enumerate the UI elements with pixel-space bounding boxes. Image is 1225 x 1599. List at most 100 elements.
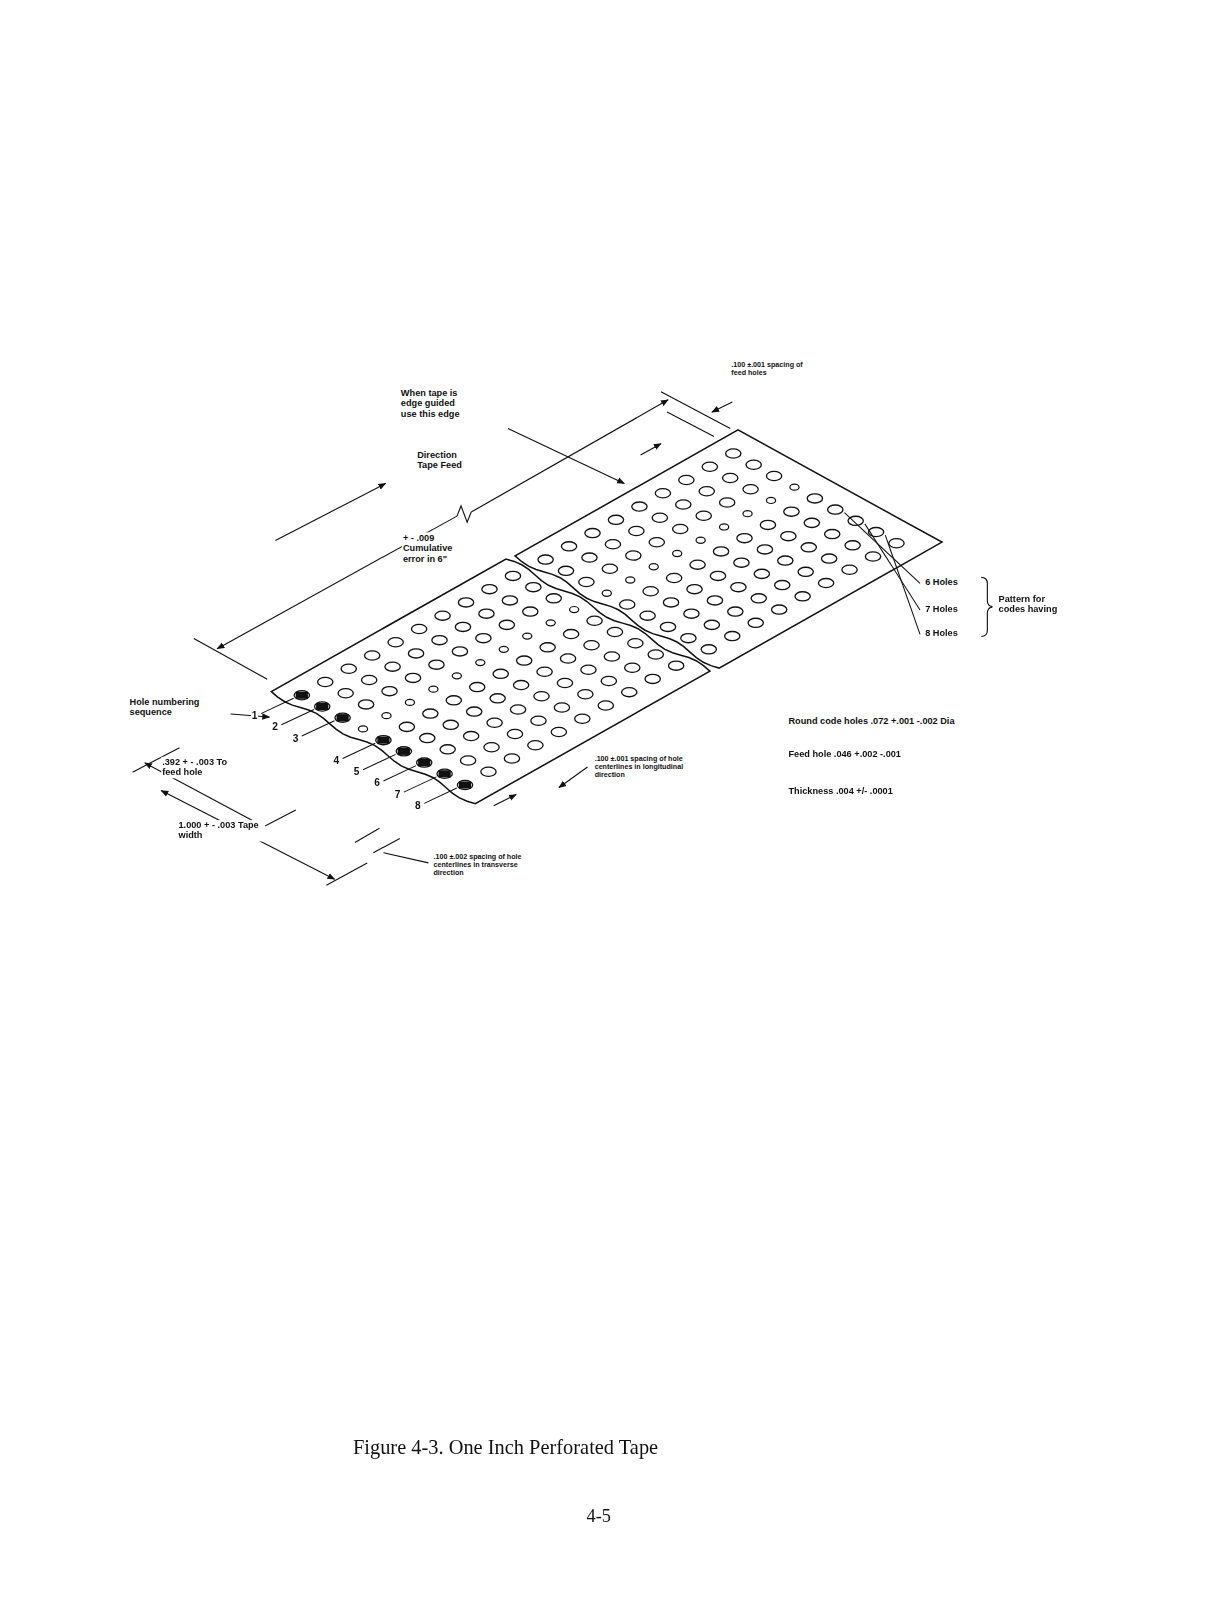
code-hole [476,634,491,643]
code-hole [648,650,663,659]
feed-hole [673,550,682,556]
spec-note: Round code holes .072 +.001 -.002 Dia [787,716,955,727]
code-hole [460,756,475,765]
code-hole [423,709,438,718]
callout-number: 2 [271,721,279,733]
code-hole [652,513,667,522]
callout-number: 8 [414,799,422,811]
code-hole [607,627,622,636]
code-hole [458,598,473,607]
code-hole [446,696,461,705]
hole-mark [316,703,328,710]
code-hole [822,554,837,563]
code-hole [663,598,678,607]
code-hole [382,687,397,696]
code-hole [778,556,793,565]
code-hole [628,639,643,648]
feed-hole [452,673,461,679]
feed-hole [405,699,414,705]
code-hole [554,703,569,712]
feed-hole [476,660,485,666]
callout-number: 5 [353,766,361,778]
feed-hole [743,511,752,517]
pattern-label: 7 Holes [924,604,959,615]
code-hole [582,553,597,562]
code-hole [417,758,432,767]
code-hole [669,661,684,670]
code-hole [558,566,573,575]
code-hole [315,702,330,711]
code-hole [405,673,420,682]
spec-note: Feed hole .046 +.002 -.001 [787,749,902,760]
code-hole [620,600,635,609]
code-hole [842,565,857,574]
code-hole [801,543,816,552]
pattern-note: Pattern for codes having [998,594,1073,615]
code-hole [818,578,833,587]
spec-note: Thickness .004 +/- .0001 [787,785,893,796]
code-hole [587,616,602,625]
code-hole [526,583,541,592]
code-hole [470,683,485,692]
code-hole [679,475,694,484]
code-hole [807,494,822,503]
hole-mark [336,714,348,721]
code-hole [546,594,561,603]
hole-mark [296,692,308,699]
pattern-label: 8 Holes [924,628,959,639]
sequence-label: Hole numbering sequence [129,697,217,718]
code-hole [408,649,423,658]
feed-hole [499,646,508,652]
code-hole [505,571,520,580]
code-hole [798,567,813,576]
feed-hole [696,537,705,543]
code-hole [538,555,553,564]
code-hole [399,722,414,731]
code-hole [702,462,717,471]
code-hole [579,577,594,586]
code-hole [889,539,904,548]
code-hole [660,622,675,631]
code-hole [581,665,596,674]
hole-mark [398,748,410,755]
callout-number: 3 [292,732,300,744]
feed-hole [766,497,775,503]
code-hole [699,487,714,496]
dimension-note: .100 ±.001 spacing of hole centerlines i… [594,755,710,780]
code-hole [649,538,664,547]
code-hole [437,769,452,778]
code-hole [625,663,640,672]
code-hole [502,596,517,605]
code-hole [666,573,681,582]
code-hole [766,471,781,480]
code-hole [294,691,309,700]
leader-line [261,698,294,713]
code-hole [602,564,617,573]
code-hole [585,528,600,537]
feed-hole [546,620,555,626]
edge-note: When tape is edge guided use this edge [400,388,473,420]
dimension-lines [133,392,993,886]
code-hole [673,524,688,533]
code-hole [605,540,620,549]
figure-caption: Figure 4-3. One Inch Perforated Tape [353,1435,658,1458]
leader-line [363,754,396,769]
leader-line [343,743,376,758]
feed-hole [429,686,438,692]
code-hole [440,745,455,754]
feed-hole [382,713,391,719]
code-hole [707,596,722,605]
code-hole [690,560,705,569]
code-hole [510,705,525,714]
code-hole [429,660,444,669]
feed-hole [358,726,367,732]
code-hole [710,571,725,580]
code-hole [563,629,578,638]
page-number: 4-5 [587,1506,611,1527]
leader-line [885,535,920,634]
hole-mark [459,781,471,788]
hole-mark [438,770,450,777]
code-hole [537,667,552,676]
